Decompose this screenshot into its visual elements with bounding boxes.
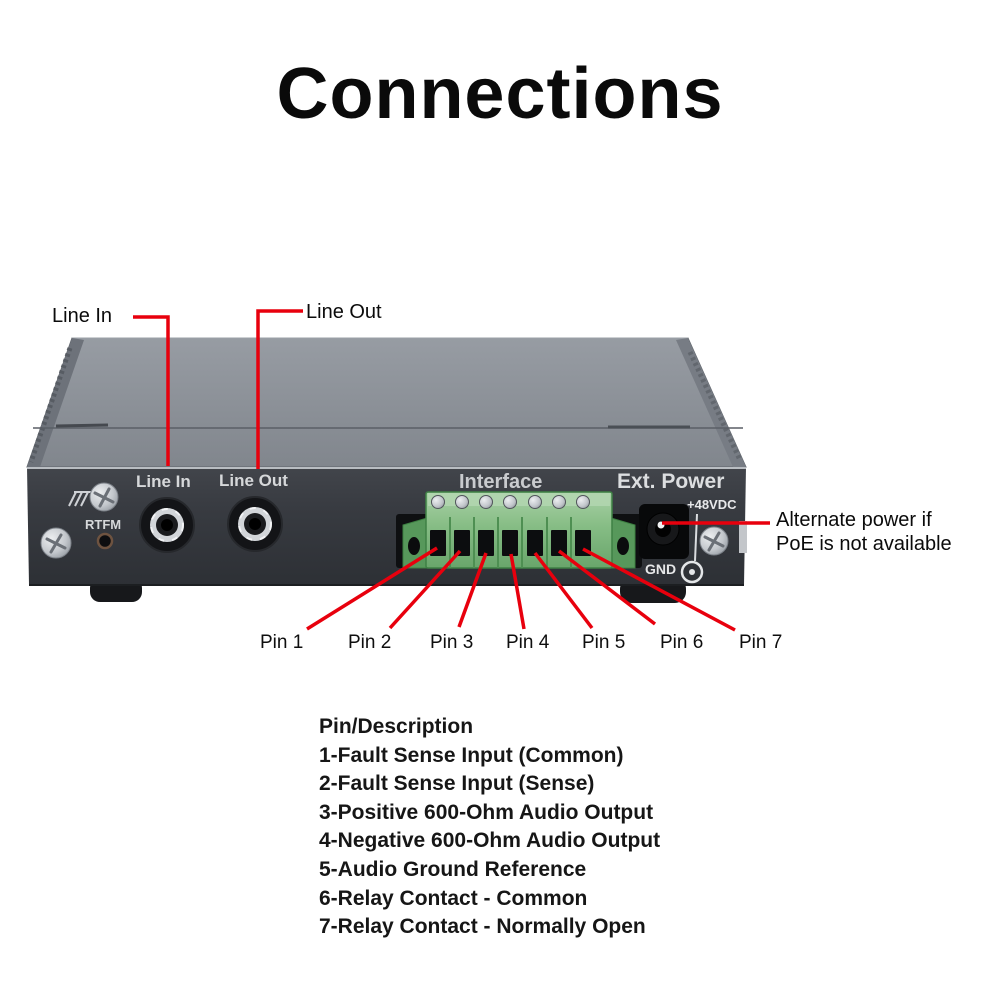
page-title: Connections xyxy=(276,54,724,134)
rtfm-hole xyxy=(96,532,114,550)
line-in-callout-line xyxy=(133,315,170,466)
pin-description-line: 7-Relay Contact - Normally Open xyxy=(319,915,646,939)
terminal-screws xyxy=(431,495,590,509)
line-out-jack xyxy=(227,496,283,552)
pin-description-heading: Pin/Description xyxy=(319,715,474,738)
screw-bottom-left-icon xyxy=(40,527,72,559)
alternate-power-note: Alternate power if PoE is not available xyxy=(776,508,952,556)
pin5-line xyxy=(533,551,594,630)
dc-power-jack xyxy=(639,504,689,559)
pin-description-line: 1-Fault Sense Input (Common) xyxy=(319,743,624,767)
terminal-openings xyxy=(430,530,591,556)
pin3-line xyxy=(457,552,488,628)
pin6-label: Pin 6 xyxy=(660,632,704,653)
pin-description-line: 2-Fault Sense Input (Sense) xyxy=(319,772,595,796)
pin4-label: Pin 4 xyxy=(506,632,550,653)
pin3-label: Pin 3 xyxy=(430,632,474,653)
alternate-power-note-line2: PoE is not available xyxy=(776,533,952,555)
seam-notch-left xyxy=(55,423,109,428)
pin2-line xyxy=(388,549,462,630)
line-out-callout-line xyxy=(256,309,303,469)
pin-description-line: 3-Positive 600-Ohm Audio Output xyxy=(319,800,654,824)
pin6-line xyxy=(557,549,657,626)
right-fins xyxy=(687,350,743,462)
pin-description-block: Pin/Description 1-Fault Sense Input (Com… xyxy=(319,713,749,942)
pin-description-line: 5-Audio Ground Reference xyxy=(319,857,587,881)
panel-label-rtfm: RTFM xyxy=(85,517,122,532)
pin7-line xyxy=(582,547,736,632)
screw-right-icon xyxy=(699,526,729,556)
pin-description-line: 4-Negative 600-Ohm Audio Output xyxy=(319,829,661,853)
screw-top-left-icon xyxy=(89,482,119,512)
panel-label-gnd: GND xyxy=(645,561,677,577)
pin4-line xyxy=(509,553,526,630)
left-fins xyxy=(28,347,73,463)
panel-label-interface: Interface xyxy=(459,471,543,493)
pin-description-line: 6-Relay Contact - Common xyxy=(319,886,588,910)
pin1-line xyxy=(306,546,438,631)
pin2-label: Pin 2 xyxy=(348,632,392,653)
panel-label-line-out: Line Out xyxy=(219,471,288,490)
panel-label-line-in: Line In xyxy=(136,472,191,491)
device-top-panel xyxy=(26,337,747,468)
pin1-label: Pin 1 xyxy=(260,632,304,653)
panel-label-ext-power: Ext. Power xyxy=(617,470,725,493)
line-in-jack xyxy=(139,497,195,553)
alternate-power-note-line1: Alternate power if xyxy=(776,509,932,531)
panel-label-voltage: +48VDC xyxy=(687,497,737,512)
line-in-callout-label: Line In xyxy=(52,305,113,327)
side-tab xyxy=(739,521,747,553)
chassis-ground-icon xyxy=(68,491,91,507)
interface-terminal-block xyxy=(396,491,642,569)
gnd-marker-icon xyxy=(680,560,704,584)
pin7-label: Pin 7 xyxy=(739,632,783,653)
annotation-lines xyxy=(133,309,770,632)
line-out-callout-label: Line Out xyxy=(306,301,382,323)
pin5-label: Pin 5 xyxy=(582,632,626,653)
